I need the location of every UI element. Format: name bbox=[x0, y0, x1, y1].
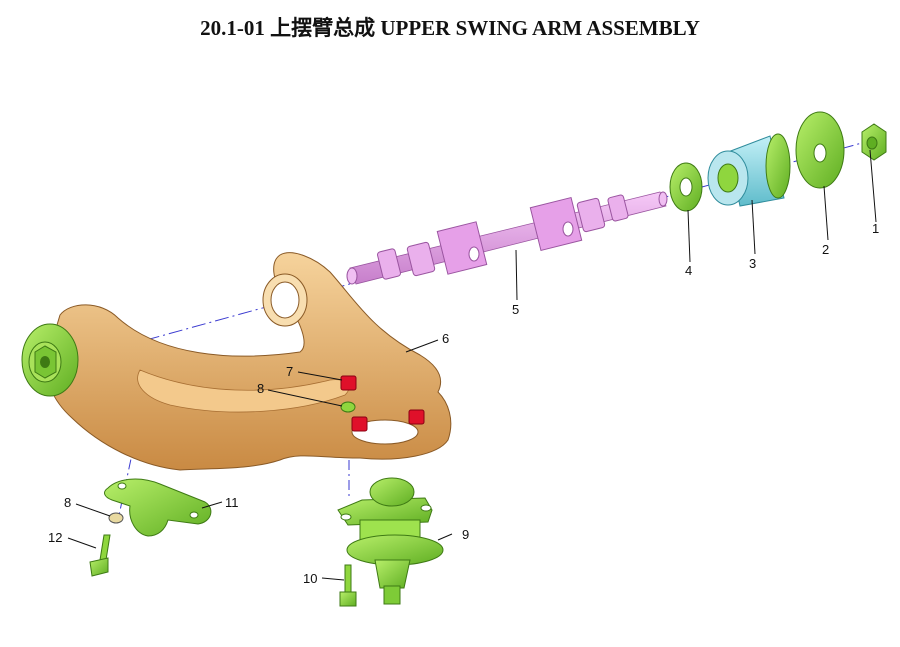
callout-8-lower: 8 bbox=[64, 495, 71, 510]
callout-4: 4 bbox=[685, 263, 692, 278]
bushing-sleeve-3 bbox=[707, 133, 791, 207]
leader-lines bbox=[67, 149, 877, 581]
callout-10: 10 bbox=[303, 571, 317, 586]
bracket-plate-11 bbox=[104, 478, 212, 537]
callout-7: 7 bbox=[286, 364, 293, 379]
washer-2 bbox=[795, 111, 845, 189]
callout-2: 2 bbox=[822, 242, 829, 257]
callout-9: 9 bbox=[462, 527, 469, 542]
red-nuts-7 bbox=[340, 375, 425, 432]
callout-3: 3 bbox=[749, 256, 756, 271]
callout-12: 12 bbox=[48, 530, 62, 545]
washer-4 bbox=[669, 162, 703, 212]
callout-6: 6 bbox=[442, 331, 449, 346]
ball-joint-9 bbox=[337, 477, 444, 605]
callout-labels: 1 2 3 4 5 6 7 8 8 9 10 11 12 bbox=[48, 221, 879, 586]
page-title: 20.1-01 上摆臂总成 UPPER SWING ARM ASSEMBLY bbox=[200, 16, 700, 40]
spring-washer-8-upper bbox=[340, 401, 356, 413]
upper-swing-arm bbox=[46, 252, 452, 493]
bolt-12 bbox=[89, 534, 111, 577]
pivot-shaft bbox=[346, 191, 668, 285]
callout-11: 11 bbox=[225, 495, 239, 510]
bolt-10 bbox=[339, 564, 357, 607]
spring-washer-8-lower bbox=[108, 512, 124, 524]
nut-1 bbox=[861, 123, 887, 161]
callout-1: 1 bbox=[872, 221, 879, 236]
callout-8-upper: 8 bbox=[257, 381, 264, 396]
callout-5: 5 bbox=[512, 302, 519, 317]
front-bushing bbox=[21, 323, 79, 397]
